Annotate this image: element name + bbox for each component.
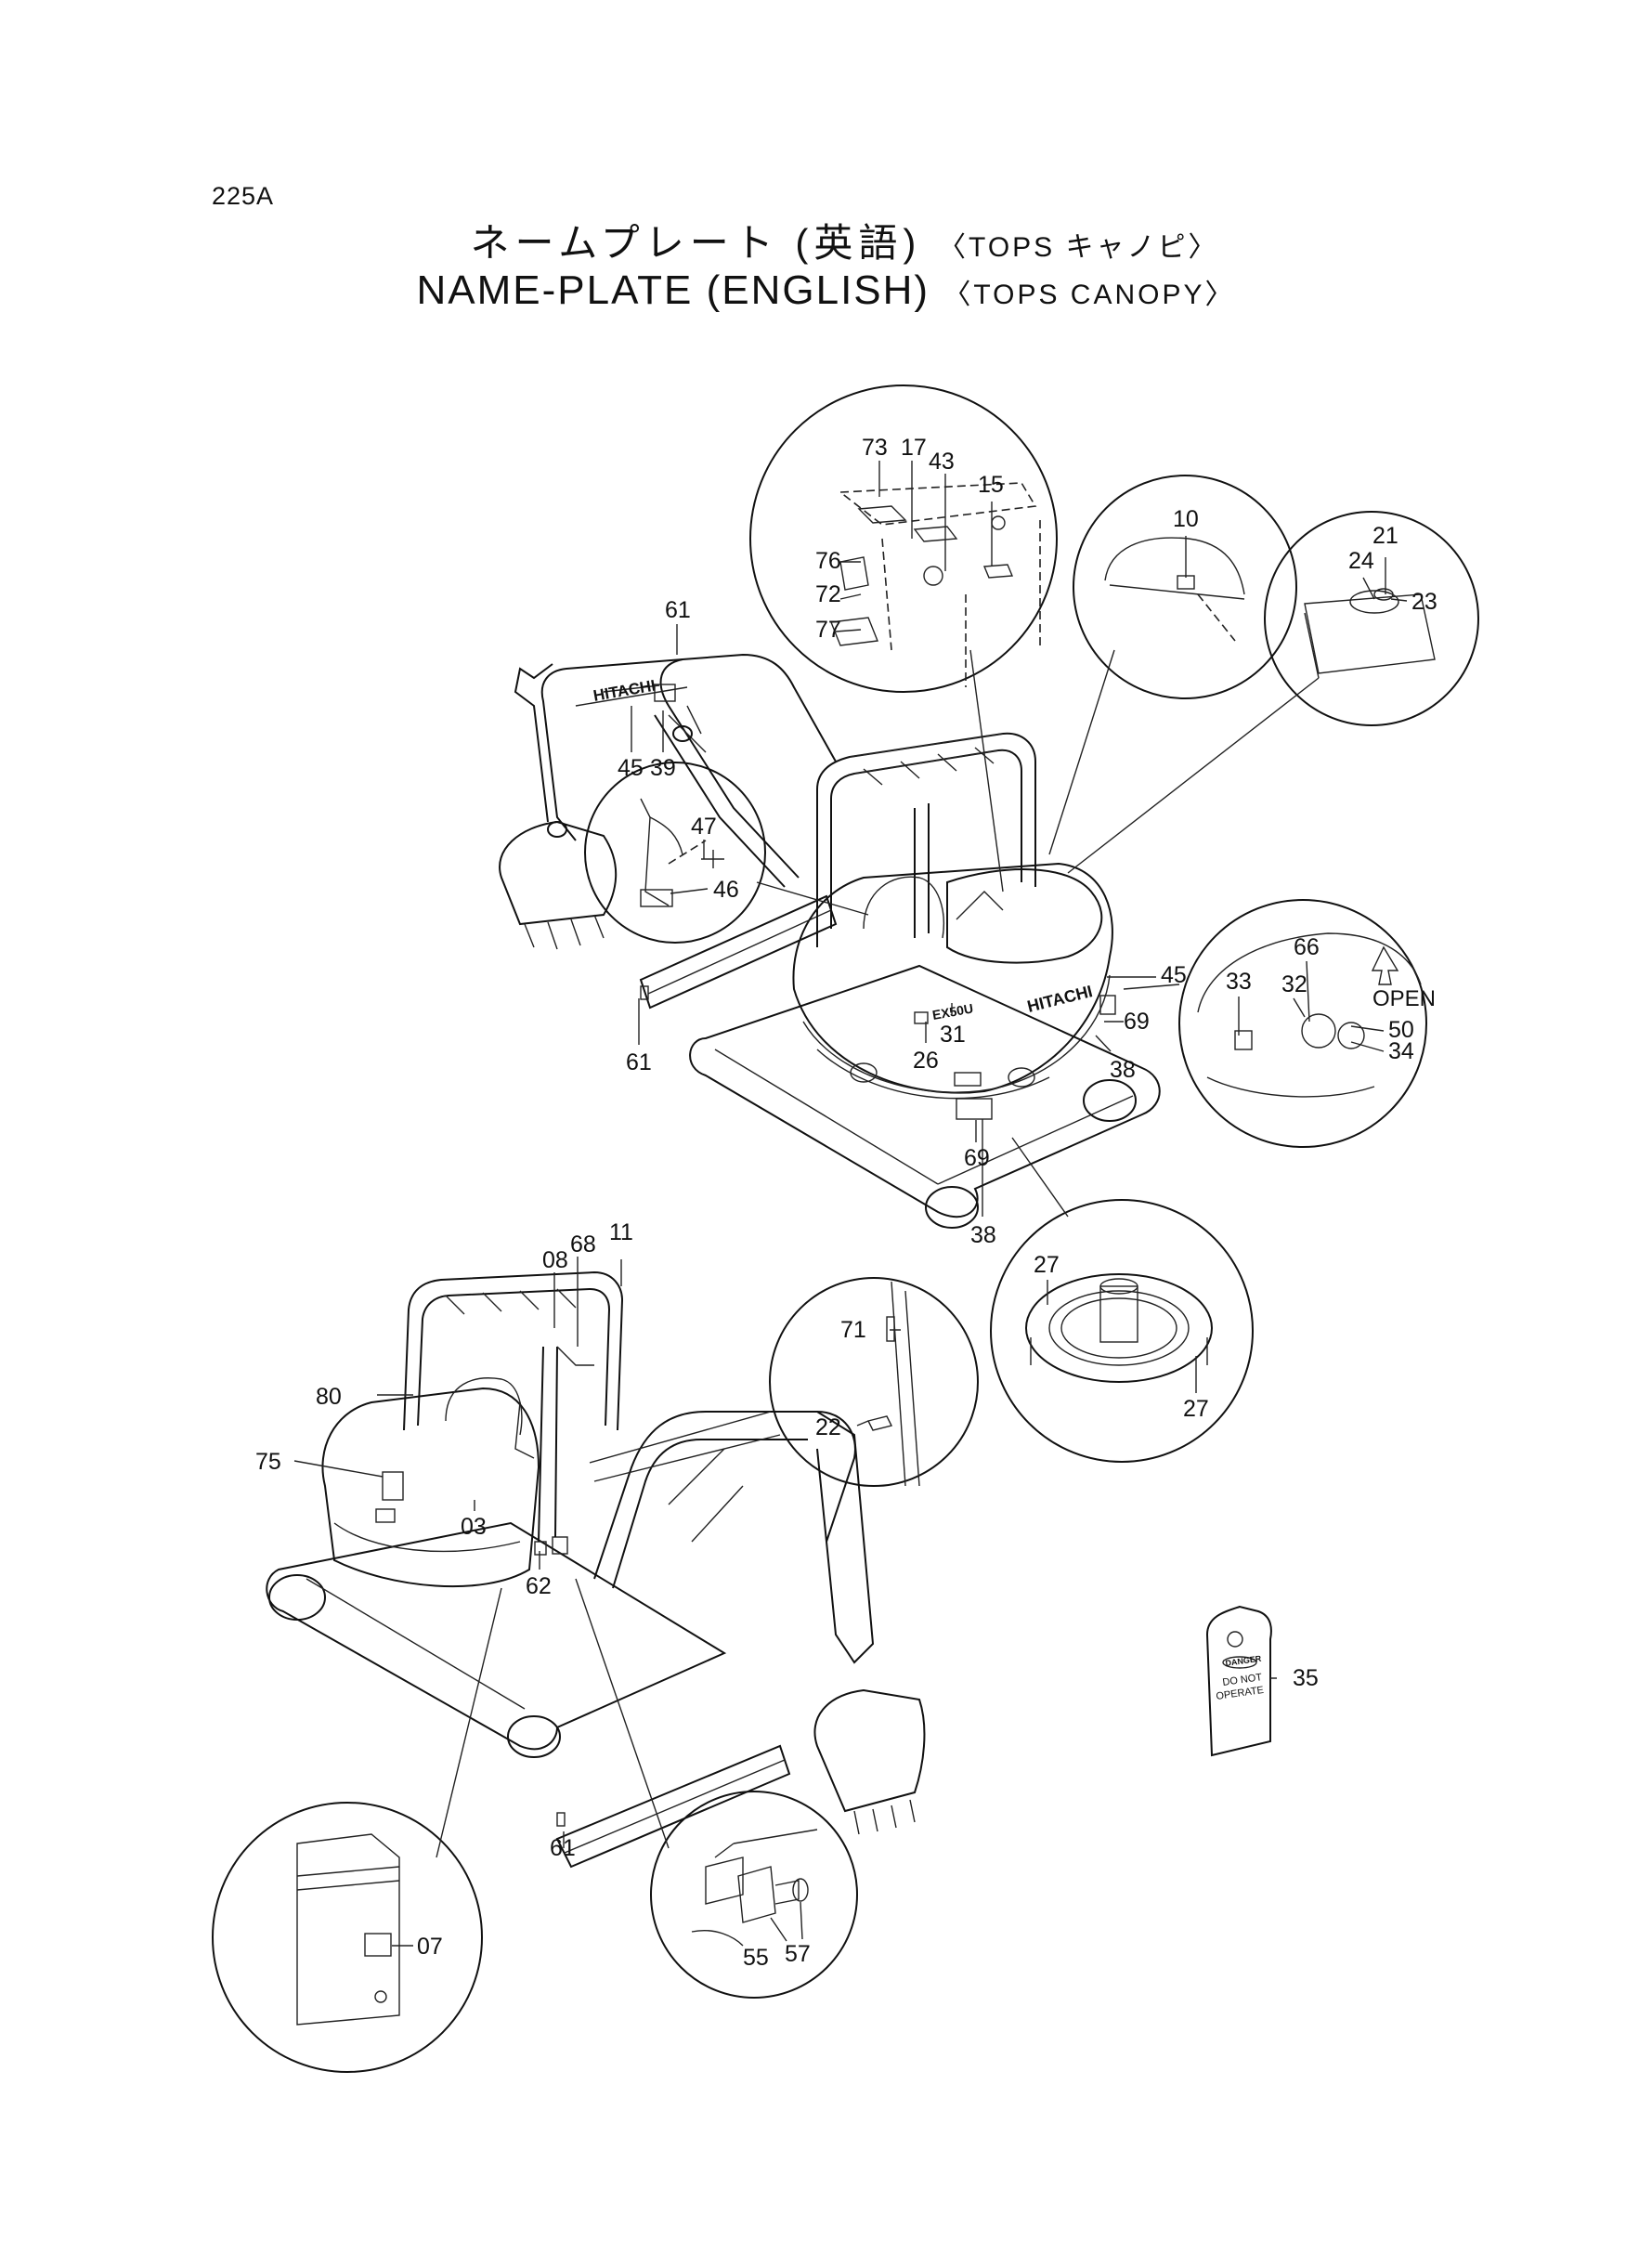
title-en-main: NAME-PLATE (ENGLISH) — [416, 267, 930, 313]
tag-danger-text: DANGER — [1225, 1654, 1263, 1668]
title-jp-sub: 〈TOPS キャノピ〉 — [938, 232, 1219, 263]
callout-10: 10 — [1173, 506, 1199, 532]
callout-72: 72 — [815, 581, 841, 607]
callout-38-front: 38 — [970, 1222, 996, 1248]
tag-line1-text: DO NOT — [1222, 1672, 1263, 1688]
callout-73: 73 — [862, 435, 888, 461]
callout-39: 39 — [650, 755, 676, 781]
callout-33: 33 — [1226, 969, 1252, 995]
callout-61-bottom: 61 — [550, 1835, 576, 1861]
title-jp-main: ネームプレート (英語) — [470, 221, 922, 265]
title-japanese: ネームプレート (英語) 〈TOPS キャノピ〉 — [0, 212, 1652, 268]
excavator-top: HITACHI HITACHI EX50U — [499, 653, 1161, 1229]
callout-75: 75 — [255, 1449, 281, 1475]
boom-brand-text: HITACHI — [592, 676, 657, 704]
callout-45-body: 45 — [1161, 962, 1187, 988]
callout-47: 47 — [691, 814, 717, 840]
detail-open-cover: OPEN — [1123, 899, 1436, 1148]
callout-61-blade: 61 — [626, 1049, 652, 1075]
excavator-bottom — [266, 1270, 926, 1869]
callout-26: 26 — [913, 1048, 939, 1074]
callout-32: 32 — [1281, 971, 1307, 997]
callout-55: 55 — [743, 1945, 769, 1971]
title-english: NAME-PLATE (ENGLISH) 〈TOPS CANOPY〉 — [0, 267, 1652, 314]
callout-numbers: 73 17 43 15 76 72 77 10 21 24 23 61 45 3… — [255, 435, 1437, 1971]
callout-62: 62 — [526, 1573, 552, 1599]
callout-50: 50 — [1388, 1017, 1414, 1043]
detail-bracket — [575, 1578, 858, 1999]
callout-07: 07 — [417, 1934, 443, 1960]
callout-11: 11 — [609, 1219, 633, 1245]
callout-80: 80 — [316, 1384, 342, 1410]
detail-switch-area — [589, 1277, 979, 1487]
callout-43: 43 — [929, 449, 955, 475]
callout-61-top: 61 — [665, 597, 691, 623]
callout-76: 76 — [815, 548, 841, 574]
page-code: 225A — [212, 182, 275, 210]
callout-17: 17 — [901, 435, 927, 461]
callout-35: 35 — [1293, 1665, 1319, 1691]
open-text: OPEN — [1372, 986, 1436, 1011]
model-text: EX50U — [931, 1000, 974, 1022]
callout-27-top: 27 — [1034, 1252, 1060, 1278]
body-brand-text: HITACHI — [1025, 982, 1094, 1016]
callout-77: 77 — [815, 617, 841, 643]
callout-22: 22 — [815, 1414, 841, 1440]
title-en-sub: 〈TOPS CANOPY〉 — [943, 280, 1236, 310]
callout-21: 21 — [1372, 523, 1398, 549]
callout-31: 31 — [940, 1022, 966, 1048]
detail-rear-cover — [1048, 475, 1297, 855]
callout-46: 46 — [713, 877, 739, 903]
callout-08: 08 — [542, 1247, 568, 1273]
callout-24: 24 — [1348, 548, 1374, 574]
callout-66: 66 — [1294, 934, 1320, 960]
leader-lines — [293, 461, 1408, 1947]
callout-71: 71 — [840, 1317, 866, 1343]
callout-27-bottom: 27 — [1183, 1396, 1209, 1422]
callout-69-front: 69 — [964, 1145, 990, 1171]
callout-69-rear: 69 — [1124, 1009, 1150, 1035]
callout-15: 15 — [978, 472, 1004, 498]
callout-57: 57 — [785, 1941, 811, 1967]
callout-68: 68 — [570, 1231, 596, 1257]
callout-38-rear: 38 — [1110, 1057, 1136, 1083]
detail-swing-bearing — [990, 1137, 1254, 1463]
boom-logo-grid — [654, 684, 676, 702]
callout-34: 34 — [1388, 1038, 1414, 1064]
detail-side-panel — [212, 1587, 502, 2073]
callout-23: 23 — [1411, 589, 1437, 615]
detail-lever — [584, 762, 869, 944]
callout-03: 03 — [461, 1514, 487, 1540]
callout-45-boom: 45 — [618, 755, 644, 781]
detail-instrument-panel — [749, 384, 1058, 892]
danger-tag: DANGER DO NOT OPERATE — [1205, 1605, 1272, 1757]
detail-fuel-cap — [1067, 511, 1479, 874]
